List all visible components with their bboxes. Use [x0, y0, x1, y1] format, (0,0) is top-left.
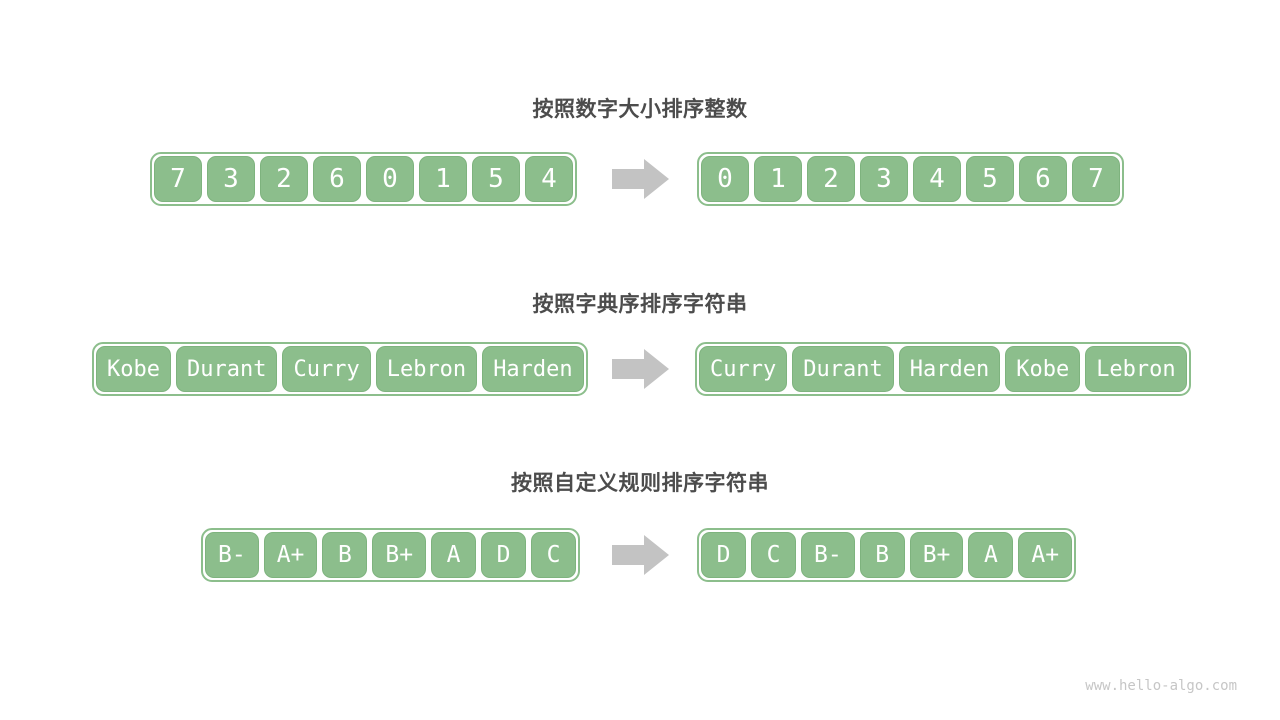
array-cell: 1 — [754, 156, 802, 202]
right-arrow-icon — [612, 349, 669, 389]
array-cell: Kobe — [1005, 346, 1081, 392]
array-cell: 5 — [966, 156, 1014, 202]
section-title: 按照自定义规则排序字符串 — [511, 472, 769, 495]
array-cell: B+ — [372, 532, 427, 578]
array-cell: B+ — [909, 532, 964, 578]
array-cell: A — [968, 532, 1014, 578]
array-cell: 7 — [1072, 156, 1120, 202]
array-cell: 5 — [472, 156, 520, 202]
array-cell: Durant — [175, 346, 278, 392]
array-cell: 2 — [807, 156, 855, 202]
array-cell: Curry — [282, 346, 371, 392]
array-cell: 0 — [366, 156, 414, 202]
array-cell: 6 — [313, 156, 361, 202]
array-cell: Harden — [898, 346, 1001, 392]
array-cell: D — [481, 532, 527, 578]
section-title: 按照字典序排序字符串 — [532, 293, 748, 316]
array-cell: Lebron — [375, 346, 478, 392]
array-cell: Harden — [482, 346, 584, 392]
watermark: www.hello-algo.com — [1085, 678, 1237, 694]
array-cell: B- — [205, 532, 259, 578]
section-title: 按照数字大小排序整数 — [532, 98, 748, 121]
right-arrow-icon — [612, 535, 669, 575]
array-cell: Curry — [699, 346, 788, 392]
array-cell: B — [859, 532, 905, 578]
array-cell: Lebron — [1085, 346, 1187, 392]
array-cell: Kobe — [96, 346, 171, 392]
array-cell: A+ — [1018, 532, 1073, 578]
array-cell: B — [322, 532, 368, 578]
array-cell: 7 — [154, 156, 202, 202]
array-cell: 3 — [207, 156, 255, 202]
array-cell: 1 — [419, 156, 467, 202]
right-arrow-icon — [612, 159, 669, 199]
array-cell: 2 — [260, 156, 308, 202]
array-cell: B- — [801, 532, 855, 578]
array-cell: C — [751, 532, 796, 578]
array-cell: 4 — [913, 156, 961, 202]
array-cell: Durant — [792, 346, 894, 392]
array-cell: 6 — [1019, 156, 1067, 202]
array-cell: 3 — [860, 156, 908, 202]
array-cell: A — [431, 532, 477, 578]
array-cell: 0 — [701, 156, 749, 202]
array-cell: D — [701, 532, 746, 578]
array-cell: 4 — [525, 156, 573, 202]
array-cell: A+ — [263, 532, 318, 578]
array-cell: C — [531, 532, 577, 578]
